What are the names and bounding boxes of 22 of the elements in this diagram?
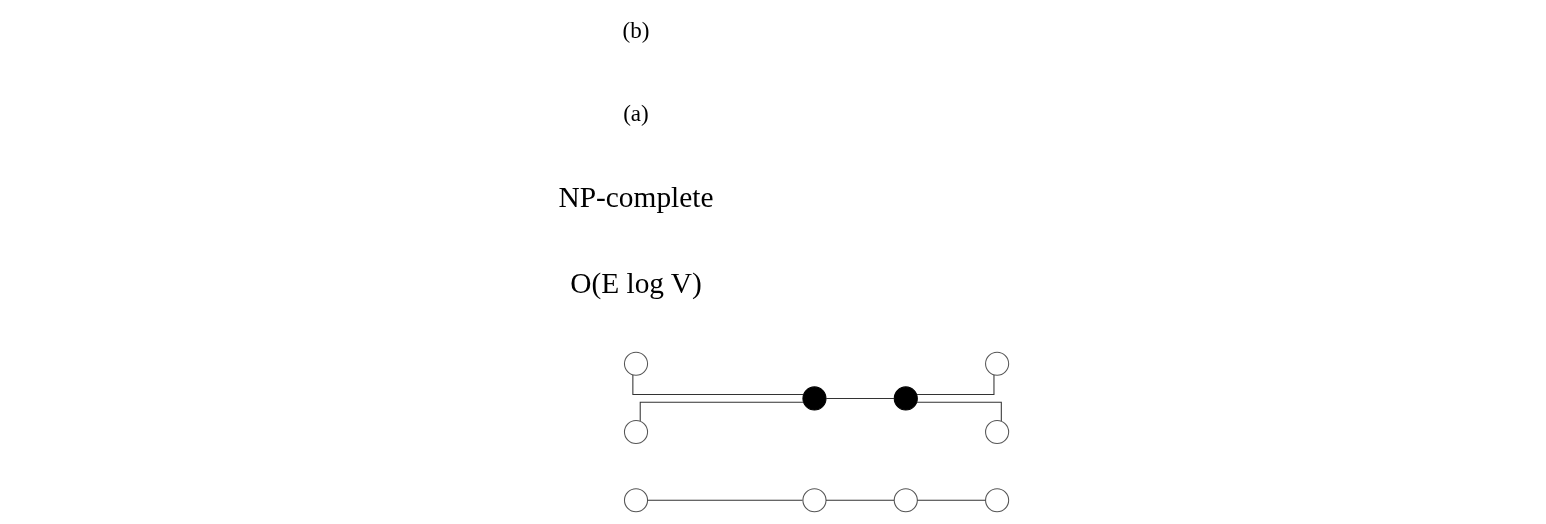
connector [825,397,895,399]
connector [825,499,895,501]
label: (b) [622,16,650,43]
node-circle [985,487,1010,512]
node-circle [893,487,918,512]
connector [916,401,1002,421]
connector [916,499,986,501]
connector [632,373,804,395]
connector [916,373,995,395]
connector [647,499,803,501]
label: (a) [623,99,649,126]
node-circle [623,351,649,376]
node-circle [623,419,649,444]
label: O(E log V) [570,266,702,299]
node-circle [802,487,827,512]
node-dot [893,385,918,410]
connector [639,401,805,421]
label: NP-complete [558,180,714,213]
node-circle [623,487,649,512]
node-circle [985,351,1010,376]
node-circle [985,419,1010,444]
node-dot [802,385,827,410]
